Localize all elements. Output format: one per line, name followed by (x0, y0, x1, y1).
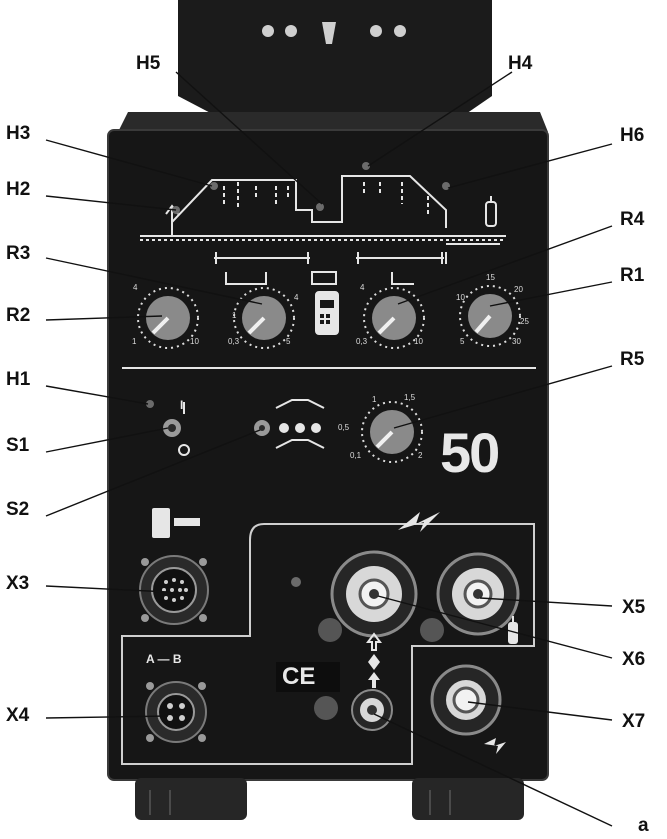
callout-x3: X3 (6, 573, 30, 594)
callout-h2: H2 (6, 179, 31, 200)
mode-selector-icon (275, 399, 325, 449)
callout-r5: R5 (620, 349, 645, 370)
x5-power-socket[interactable] (436, 552, 520, 636)
r1-scale-a: 10 (456, 293, 465, 302)
r1-scale-max: 30 (512, 337, 521, 346)
callout-r3: R3 (6, 243, 31, 264)
callout-r2: R2 (6, 305, 31, 326)
callout-x7: X7 (622, 711, 646, 732)
callout-r1: R1 (620, 265, 645, 286)
r5-scale-c: 0,5 (338, 423, 350, 432)
switch-off-mark (178, 444, 190, 456)
foot-right (412, 778, 524, 820)
r3-scale-min: 0,3 (228, 337, 240, 346)
x6-power-socket[interactable] (330, 550, 418, 638)
h4-led (362, 162, 370, 170)
top-bracket (178, 0, 492, 118)
bracket-holes (262, 25, 406, 37)
knob-r5[interactable] (361, 401, 423, 463)
remote-socket-icon (152, 508, 200, 538)
knob-r1[interactable] (459, 285, 521, 347)
r4-scale-min: 0,3 (356, 337, 368, 346)
callout-h1: H1 (6, 369, 31, 390)
callout-x4: X4 (6, 705, 30, 726)
r2-scale-min: 1 (132, 337, 137, 346)
h5-led (316, 203, 324, 211)
callout-x6: X6 (622, 649, 646, 670)
r2-scale-max: 10 (190, 337, 199, 346)
h3-led (210, 182, 218, 190)
connector-outline (121, 523, 535, 765)
r4-scale-mid: 4 (360, 283, 365, 292)
r5-scale-e: 2 (418, 451, 423, 460)
r1-scale-d: 25 (520, 317, 529, 326)
s1-main-switch[interactable] (163, 419, 181, 437)
h6-led (442, 182, 450, 190)
gas-bottle-icon (508, 616, 518, 644)
ce-mark: CE (282, 663, 316, 690)
device-body (108, 130, 548, 780)
bracket-screw (322, 22, 336, 44)
knob-r4[interactable] (363, 287, 425, 349)
r1-scale-b: 15 (486, 273, 495, 282)
remote-ab-label: A — B (146, 652, 182, 666)
x4-socket[interactable] (145, 681, 207, 743)
ce-mark-box (276, 662, 340, 692)
r5-scale-d: 0,1 (350, 451, 362, 460)
gas-flow-arrows (366, 632, 382, 688)
callout-s1: S1 (6, 435, 30, 456)
process-curve-graphic (140, 175, 506, 285)
coolant-icon (484, 738, 506, 754)
r4-scale-max: 10 (414, 337, 423, 346)
knob-scales: 4 1 10 1 0,3 5 4 4 0,3 10 10 15 20 25 5 … (132, 273, 529, 460)
x3-remote-socket[interactable] (139, 555, 209, 625)
x7-socket[interactable] (430, 664, 502, 736)
foot-left (135, 778, 247, 820)
r2-scale-mid: 4 (133, 283, 138, 292)
s2-mode-switch[interactable] (254, 420, 270, 436)
r5-scale-b: 1,5 (404, 393, 416, 402)
callout-h6: H6 (620, 125, 645, 146)
callout-s2: S2 (6, 499, 30, 520)
switch-off-label: O (178, 456, 179, 457)
r3-scale-max: 5 (286, 337, 291, 346)
marker-dot-lower (314, 696, 338, 720)
callout-leaders (45, 71, 613, 827)
panel-screw (291, 577, 301, 587)
callout-h5: H5 (136, 53, 161, 74)
r5-scale-a: 1 (372, 395, 377, 404)
callout-h4: H4 (508, 53, 533, 74)
switch-on-label: I (180, 398, 184, 412)
callout-a: a (638, 815, 649, 836)
marker-dot-right (420, 618, 444, 642)
r1-scale-min: 5 (460, 337, 465, 346)
r1-scale-c: 20 (514, 285, 523, 294)
h1-led (146, 400, 154, 408)
marker-dot-left (318, 618, 342, 642)
callout-h3: H3 (6, 123, 31, 144)
r3-scale-b: 4 (294, 293, 299, 302)
callout-x5: X5 (622, 597, 646, 618)
r3-scale-a: 1 (232, 311, 237, 320)
callout-r4: R4 (620, 209, 645, 230)
model-number: 50 (440, 421, 500, 484)
knob-r2[interactable] (137, 287, 199, 349)
knob-r3[interactable] (233, 287, 295, 349)
a-gas-socket[interactable] (351, 689, 393, 731)
